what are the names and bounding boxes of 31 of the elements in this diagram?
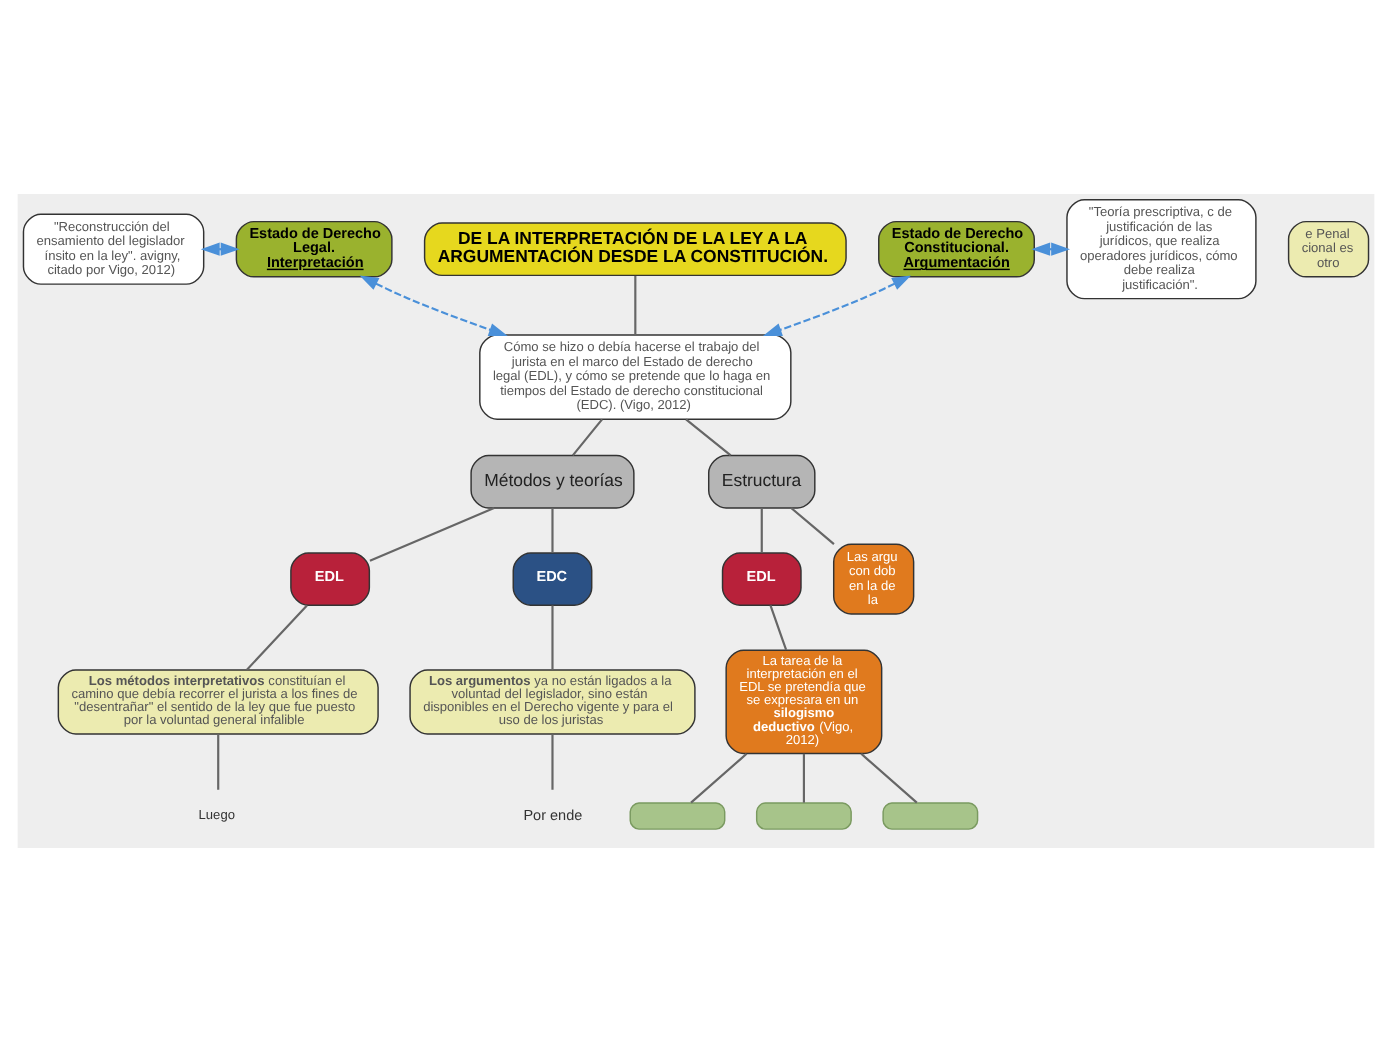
connector [769,604,788,650]
connector [572,417,603,455]
arrow [1031,241,1071,255]
node-box [629,801,726,829]
connector [634,274,637,334]
node-box: EDL [290,551,371,605]
node-box: EDC [512,551,593,605]
arrow [359,274,508,335]
node-box: EDL [721,551,802,605]
connector [246,603,308,670]
node-text: Por ende [523,804,583,823]
node-box [882,801,979,829]
connector [760,507,763,552]
connector [802,752,805,802]
node-box: Estado de Derecho Constitucional. Argumentación [878,219,1035,277]
connector [551,507,554,552]
node-box: Estado de Derecho Legal. Interpretación [235,219,393,277]
connector [551,604,554,669]
connector [551,733,554,789]
connector [690,751,748,803]
arrow [200,241,240,255]
connector [369,506,495,561]
connector [685,417,732,456]
node-box: Métodos y teorías [470,453,635,508]
arrow [762,274,912,335]
connector [860,751,918,803]
node-box [755,801,852,829]
connector [790,506,835,544]
connector [217,733,220,789]
node-box: DE LA INTERPRETACIÓN DE LA LEY A LA ARGUMENTACIÓN DESDE LA CONSTITUCIÓN. [423,221,847,276]
node-box: Estructura [708,453,816,508]
